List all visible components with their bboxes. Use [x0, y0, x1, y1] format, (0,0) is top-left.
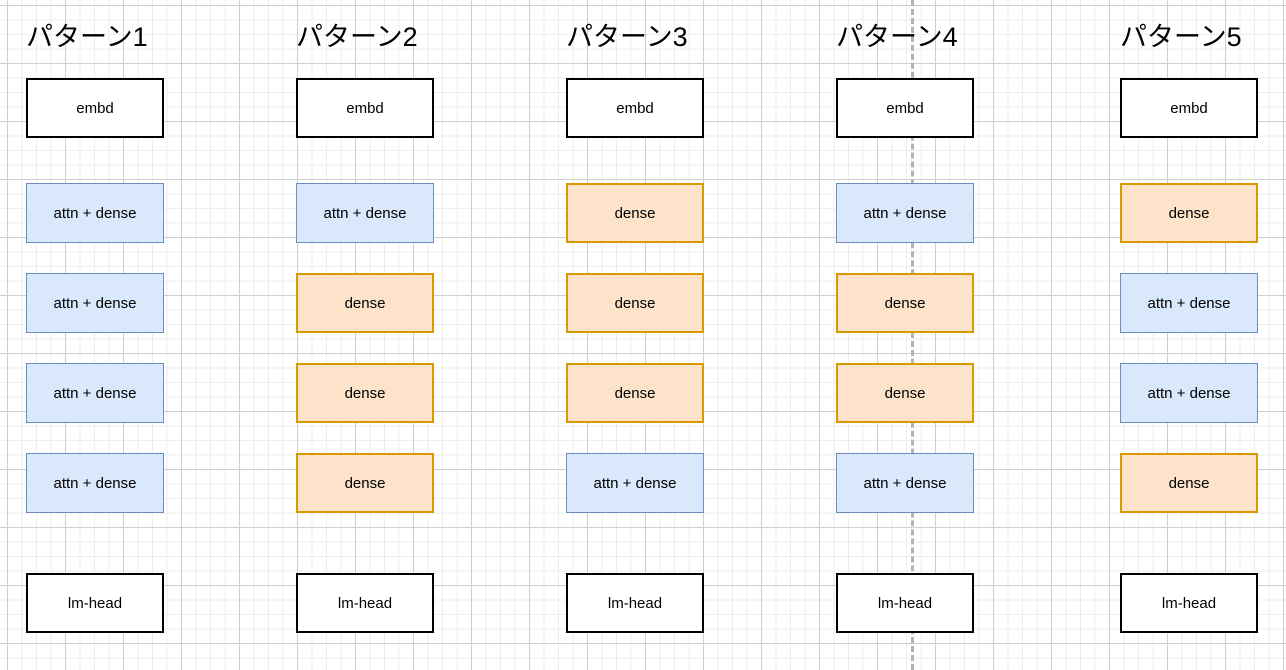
column-title-2: パターン2: [296, 22, 418, 52]
node-c5-r1-plain[interactable]: embd: [1120, 78, 1258, 138]
node-c3-r6-plain[interactable]: lm-head: [566, 573, 704, 633]
node-c5-r4-attn[interactable]: attn + dense: [1120, 363, 1258, 423]
node-c4-r1-plain[interactable]: embd: [836, 78, 974, 138]
node-c4-r4-dense[interactable]: dense: [836, 363, 974, 423]
node-c2-r5-dense[interactable]: dense: [296, 453, 434, 513]
column-title-5: パターン5: [1120, 22, 1242, 52]
node-c2-r1-plain[interactable]: embd: [296, 78, 434, 138]
node-c1-r3-attn[interactable]: attn + dense: [26, 273, 164, 333]
node-c1-r1-plain[interactable]: embd: [26, 78, 164, 138]
node-c3-r1-plain[interactable]: embd: [566, 78, 704, 138]
column-title-1: パターン1: [26, 22, 148, 52]
node-c1-r2-attn[interactable]: attn + dense: [26, 183, 164, 243]
node-c1-r4-attn[interactable]: attn + dense: [26, 363, 164, 423]
column-title-3: パターン3: [566, 22, 688, 52]
node-c5-r2-dense[interactable]: dense: [1120, 183, 1258, 243]
node-c1-r6-plain[interactable]: lm-head: [26, 573, 164, 633]
column-title-4: パターン4: [836, 22, 958, 52]
node-c4-r2-attn[interactable]: attn + dense: [836, 183, 974, 243]
node-c2-r2-attn[interactable]: attn + dense: [296, 183, 434, 243]
node-c3-r5-attn[interactable]: attn + dense: [566, 453, 704, 513]
node-c2-r3-dense[interactable]: dense: [296, 273, 434, 333]
node-c1-r5-attn[interactable]: attn + dense: [26, 453, 164, 513]
dashed-axis-line: [911, 0, 914, 670]
node-c3-r2-dense[interactable]: dense: [566, 183, 704, 243]
node-c5-r5-dense[interactable]: dense: [1120, 453, 1258, 513]
node-c5-r6-plain[interactable]: lm-head: [1120, 573, 1258, 633]
node-c2-r4-dense[interactable]: dense: [296, 363, 434, 423]
node-c3-r3-dense[interactable]: dense: [566, 273, 704, 333]
node-c4-r5-attn[interactable]: attn + dense: [836, 453, 974, 513]
node-c5-r3-attn[interactable]: attn + dense: [1120, 273, 1258, 333]
node-c2-r6-plain[interactable]: lm-head: [296, 573, 434, 633]
node-c4-r6-plain[interactable]: lm-head: [836, 573, 974, 633]
node-c3-r4-dense[interactable]: dense: [566, 363, 704, 423]
node-c4-r3-dense[interactable]: dense: [836, 273, 974, 333]
